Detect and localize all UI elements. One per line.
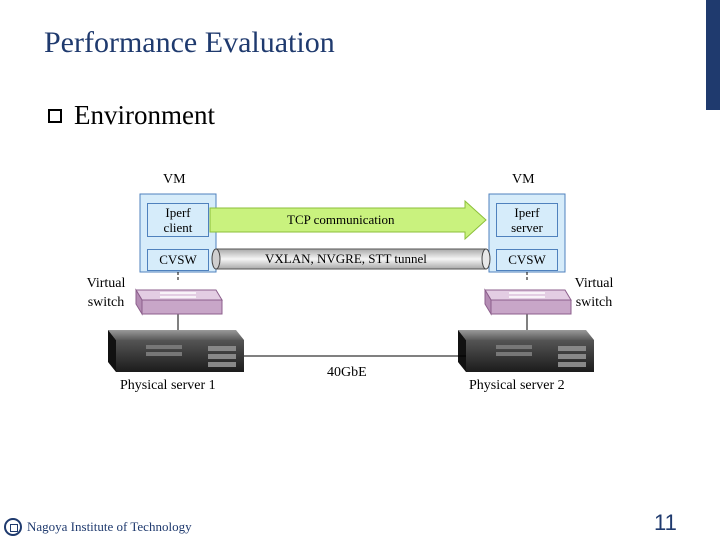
virtual-switch-right-icon <box>484 288 572 316</box>
iperf-server-box: Iperf server <box>496 203 558 237</box>
virtual-switch-left-icon <box>135 288 223 316</box>
tunnel-end-right <box>481 248 491 270</box>
footer-text: Nagoya Institute of Technology <box>27 519 192 534</box>
iperf-server-label: Iperf server <box>511 205 543 235</box>
vm-left-label: VM <box>163 172 186 187</box>
physical-server-right-icon <box>458 330 594 372</box>
virtual-switch-right-label: Virtual switch <box>574 276 614 310</box>
accent-bar <box>706 0 720 110</box>
link-label: 40GbE <box>327 365 367 380</box>
iperf-client-box: Iperf client <box>147 203 209 237</box>
virtual-switch-left-label: Virtual switch <box>86 276 126 310</box>
cvsw-left-box: CVSW <box>147 249 209 271</box>
physical-server-left-icon <box>108 330 244 372</box>
bullet-text: Environment <box>74 100 215 130</box>
bullet-item: Environment <box>48 100 215 131</box>
institute-seal-icon <box>4 518 22 536</box>
iperf-client-label: Iperf client <box>163 205 193 235</box>
cvsw-right-box: CVSW <box>496 249 558 271</box>
vm-right-label: VM <box>512 172 535 187</box>
tcp-label: TCP communication <box>287 212 395 227</box>
slide-title: Performance Evaluation <box>44 26 335 59</box>
tunnel-end-left <box>211 248 221 270</box>
cvsw-right-label: CVSW <box>508 252 546 267</box>
tcp-arrow <box>209 199 487 241</box>
server-right-label: Physical server 2 <box>469 378 565 393</box>
footer-logo: Nagoya Institute of Technology <box>4 518 192 536</box>
server-left-label: Physical server 1 <box>120 378 216 393</box>
tunnel-label: VXLAN, NVGRE, STT tunnel <box>265 251 427 266</box>
page-number: 11 <box>654 510 677 535</box>
cvsw-left-label: CVSW <box>159 252 197 267</box>
bullet-square-icon <box>48 108 62 123</box>
